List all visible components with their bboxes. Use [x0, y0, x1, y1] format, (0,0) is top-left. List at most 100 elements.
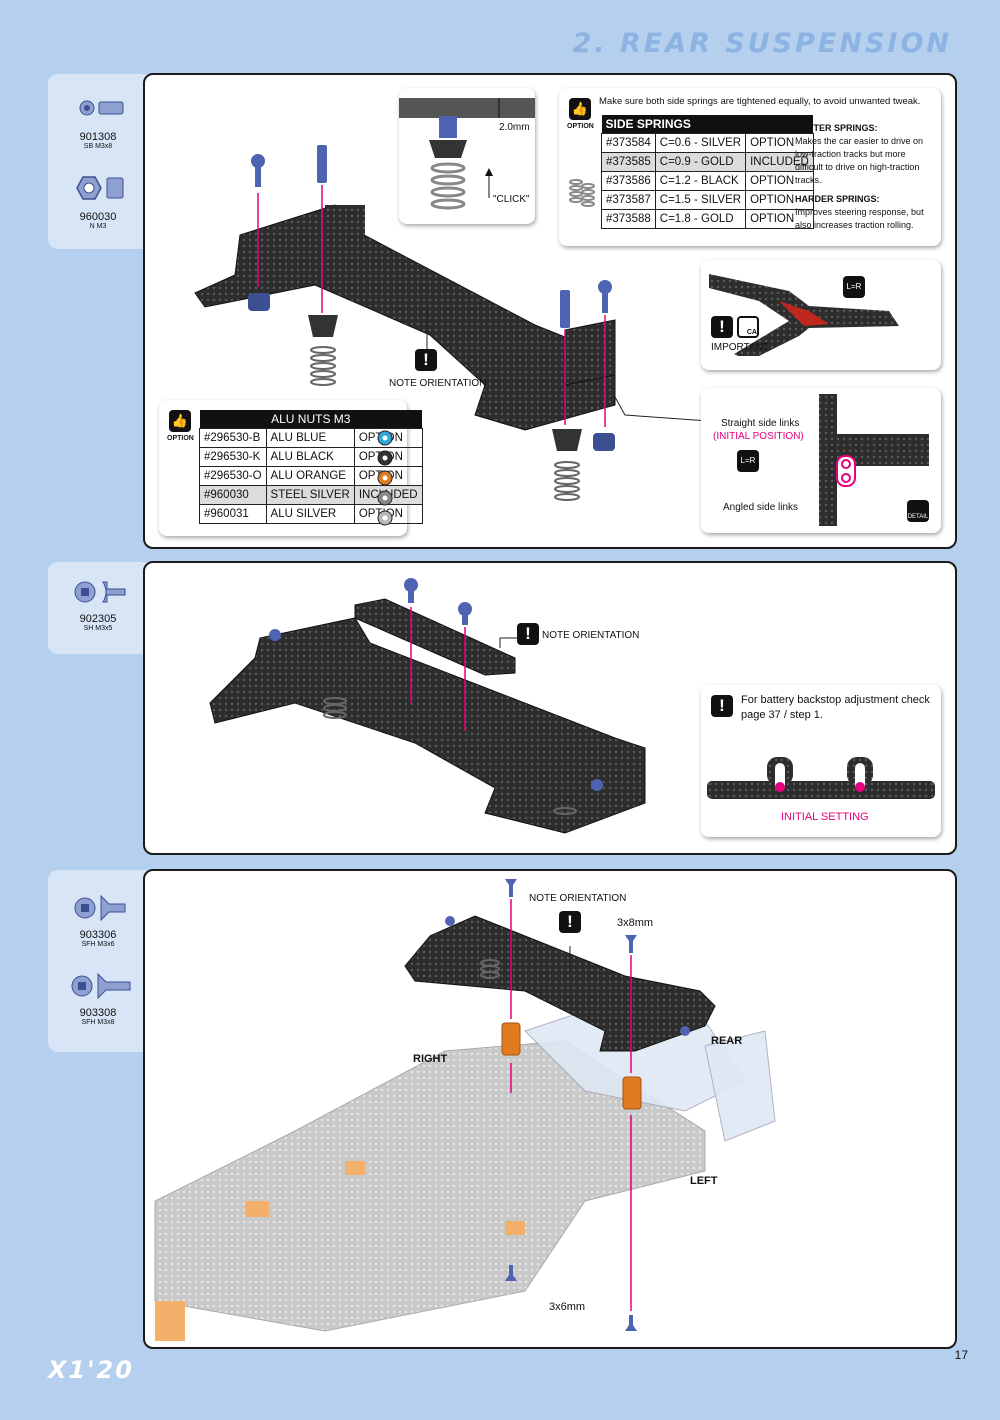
nut-hole [382, 435, 388, 441]
part-desc: SB M3x8 [83, 143, 113, 150]
left-label: LEFT [690, 1175, 718, 1187]
initial-setting-label: INITIAL SETTING [781, 811, 869, 823]
part-desc: N M3 [89, 223, 107, 230]
initial-position-label: (INITIAL POSITION) [713, 431, 804, 442]
gap-label: 2.0mm [499, 122, 530, 133]
rear-label: REAR [711, 1035, 743, 1047]
part-number: 903306 [79, 929, 117, 941]
brand-logo: X1'20 [48, 1356, 134, 1384]
part-number: 902305 [79, 613, 117, 625]
side-springs-box: 👍 OPTION Make sure both side springs are… [559, 88, 941, 246]
cell: INCLUDED [745, 152, 814, 172]
cell: C=1.2 - BLACK [654, 171, 747, 191]
part-903308: 903308 SFH M3x8 [48, 970, 148, 1026]
cell: #296530-O [199, 466, 267, 486]
spring-gap-detail: 2.0mm "CLICK" [399, 88, 535, 224]
cell: #373587 [601, 190, 656, 210]
warning-icon: ! [415, 349, 437, 371]
click-label: "CLICK" [493, 194, 530, 205]
lr-label: L=R [740, 456, 756, 465]
page-number: 17 [954, 1348, 968, 1362]
backstop-plate-illustration [707, 757, 935, 799]
part-number: 901308 [79, 131, 117, 143]
cell: #296530-B [199, 428, 267, 448]
cell: STEEL SILVER [265, 485, 355, 505]
warning-icon: ! [711, 316, 733, 338]
sh-screw-icon [74, 581, 126, 603]
cell: #373588 [601, 209, 656, 229]
warning-icon: ! [559, 911, 581, 933]
cell: ALU SILVER [265, 504, 355, 524]
part-901308: 901308 SB M3x8 [48, 96, 148, 150]
lr-label: L=R [846, 282, 862, 291]
step3-panel: NOTE ORIENTATION ! 3x8mm RIGHT REAR LEFT… [143, 869, 957, 1349]
spring-advice: SOFTER SPRINGS: Makes the car easier to … [795, 122, 935, 232]
warning-icon: ! [517, 623, 539, 645]
parts-tab-step3: 903306 SFH M3x6 903308 SFH M3x8 [48, 870, 148, 1052]
cell: OPTION [745, 190, 814, 210]
page-title: 2. REAR SUSPENSION [572, 28, 952, 59]
step1-panel: 2.0mm "CLICK" 👍 OPTION Make sure both si… [143, 73, 957, 549]
sb-screw-icon [79, 100, 124, 116]
straight-links-label: Straight side links [721, 418, 800, 429]
part-desc: SFH M3x8 [81, 1019, 115, 1026]
nut-hole [382, 475, 388, 481]
part-number: 960030 [79, 211, 117, 223]
screw-size-top: 3x8mm [617, 917, 654, 929]
ca-label: CA [746, 329, 757, 336]
cell: #960030 [199, 485, 267, 505]
springs-note: Make sure both side springs are tightene… [599, 96, 921, 107]
right-label: RIGHT [413, 1053, 448, 1065]
nut-hole [382, 495, 388, 501]
parts-tab-step2: 902305 SH M3x5 [48, 562, 148, 654]
part-desc: SH M3x5 [83, 625, 113, 632]
softer-title: SOFTER SPRINGS: [795, 123, 878, 133]
harder-text: Improves steering response, but also inc… [795, 207, 924, 230]
link-plate-illustration [709, 274, 899, 356]
springs-header: SIDE SPRINGS [601, 115, 814, 134]
cell: ALU BLACK [265, 447, 355, 467]
side-links-box: Straight side links (INITIAL POSITION) L… [701, 388, 941, 533]
cell: OPTION [745, 209, 814, 229]
important-label: IMPORTANT [711, 342, 769, 353]
note-orientation-label: NOTE ORIENTATION [389, 378, 487, 389]
detail-zoom-icon: DETAIL [907, 500, 929, 522]
nut-hole [382, 515, 388, 521]
part-902305: 902305 SH M3x5 [48, 578, 148, 632]
ca-glue-icon: CA [737, 316, 759, 338]
part-960030: 960030 N M3 [48, 172, 148, 230]
option-label: OPTION [567, 123, 594, 130]
cell: C=0.6 - SILVER [654, 133, 747, 153]
cell: C=0.9 - GOLD [654, 152, 747, 172]
nut-hole [382, 455, 388, 461]
link-position-illustration [819, 394, 929, 526]
spring-gap-illustration [399, 98, 535, 210]
nuts-header: ALU NUTS M3 [199, 410, 423, 429]
thumbs-up-icon: 👍 [169, 410, 191, 432]
harder-title: HARDER SPRINGS: [795, 194, 880, 204]
sfh-screw-icon [71, 972, 131, 1000]
important-box: ! CA IMPORTANT L=R [701, 260, 941, 370]
cell: C=1.5 - SILVER [654, 190, 747, 210]
cell: C=1.8 - GOLD [654, 209, 747, 229]
note-orientation-label: NOTE ORIENTATION [529, 893, 627, 904]
softer-text: Makes the car easier to drive on low-tra… [795, 136, 924, 185]
backstop-diagram [209, 578, 646, 834]
cell: #373584 [601, 133, 656, 153]
option-label: OPTION [167, 435, 194, 442]
cell: #296530-K [199, 447, 267, 467]
cell: OPTION [745, 133, 814, 153]
spring-icon [569, 179, 595, 207]
battery-note: For battery backstop adjustment check pa… [741, 694, 930, 721]
nut-icon [76, 176, 124, 200]
part-903306: 903306 SFH M3x6 [48, 892, 148, 948]
angled-links-label: Angled side links [723, 502, 799, 513]
symmetric-icon: L=R [843, 276, 865, 298]
